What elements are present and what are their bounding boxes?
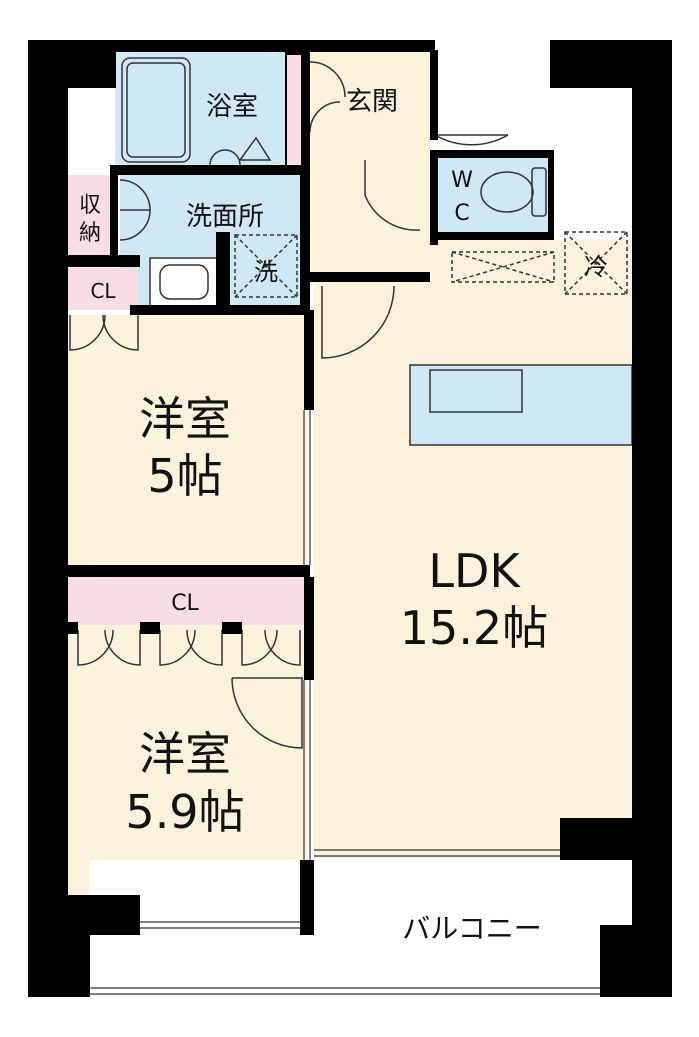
washer-label: 洗	[254, 258, 278, 286]
bath-drain	[238, 136, 272, 161]
bathtub-inner	[126, 62, 186, 158]
fridge-label: 冷	[584, 253, 608, 281]
washer-box	[234, 234, 298, 298]
storage-label-1: 収	[79, 193, 101, 218]
ldk-name: LDK	[428, 544, 521, 598]
walls	[28, 40, 672, 997]
storage-floor	[68, 175, 116, 255]
fridge-box	[564, 231, 628, 295]
bedroom-1-size: 5帖	[147, 449, 222, 503]
washbasin-bowl	[159, 264, 209, 300]
closet-top-floor	[68, 268, 138, 310]
cupboard	[451, 251, 555, 283]
closet-mid-label: CL	[171, 591, 199, 616]
wc-label-c: C	[454, 201, 469, 226]
bedroom-1-floor	[68, 315, 308, 565]
toilet-tank	[531, 167, 547, 217]
bedroom-2-size: 5.9帖	[125, 785, 244, 839]
closet-mid-floor	[68, 575, 304, 625]
windows	[90, 410, 600, 995]
toilet-bowl	[480, 171, 534, 213]
doors	[69, 61, 509, 749]
kitchen-sink	[429, 369, 523, 413]
fixtures	[121, 57, 628, 307]
wc-floor	[434, 155, 549, 233]
labels: 浴室 玄関 W C 収 納 洗面所 洗 冷 CL 洋室 5帖 CL LDK 15…	[79, 87, 608, 945]
balcony-label: バルコニー	[402, 912, 541, 945]
bedroom-1-name: 洋室	[139, 392, 231, 446]
washroom-label: 洗面所	[186, 202, 264, 232]
bathtub	[121, 57, 191, 163]
bedroom-2-name: 洋室	[139, 727, 231, 781]
bath-label: 浴室	[206, 92, 258, 122]
floors	[68, 50, 633, 995]
washbasin	[149, 257, 219, 307]
closet-top-label: CL	[90, 279, 116, 303]
wc-label-w: W	[451, 168, 473, 193]
storage-label-2: 納	[79, 221, 101, 246]
front-door	[434, 62, 509, 146]
entrance-label: 玄関	[346, 87, 398, 117]
ldk-size: 15.2帖	[400, 601, 548, 655]
